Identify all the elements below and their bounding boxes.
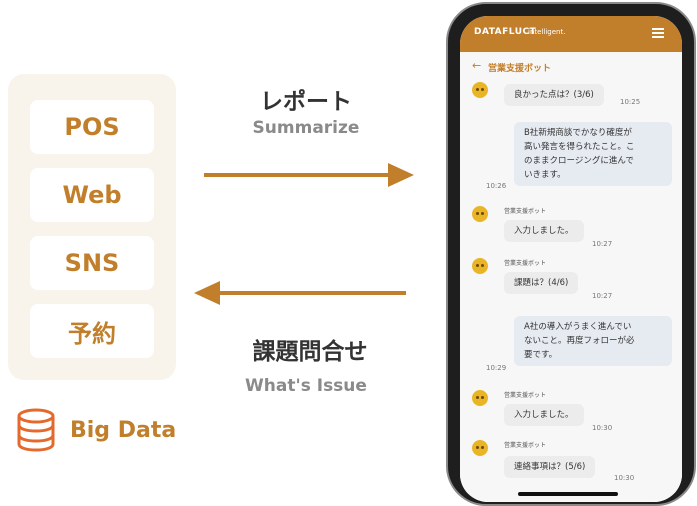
message-time: 10:26 — [486, 182, 507, 190]
left-arrow — [194, 281, 406, 305]
whats-issue-subtitle: What's Issue — [245, 376, 367, 396]
chat-message: B社新規商談でかなり確度が 高い発言を得られたこと。こ のままクロージングに進ん… — [514, 122, 672, 186]
inquiry-title: 課題問合せ — [252, 339, 368, 365]
sender-name: 営業支援ボット — [504, 442, 547, 449]
bot-avatar-icon — [472, 390, 488, 406]
database-icon — [17, 408, 55, 452]
sender-name: 営業支援ボット — [504, 208, 547, 215]
home-indicator — [518, 492, 618, 496]
phone-screen: DATAFLUCT intelligent. ← 営業支援ボット 良かった点は？… — [460, 16, 682, 502]
chat-message: 課題は？(4/6) — [504, 272, 579, 294]
chat-message: 連絡事項は？(5/6) — [504, 456, 596, 478]
right-arrow — [204, 163, 414, 187]
message-time: 10:30 — [614, 474, 635, 482]
message-time: 10:27 — [592, 240, 613, 248]
summarize-subtitle: Summarize — [252, 118, 360, 138]
source-card-pos: POS — [30, 100, 154, 154]
chat-area: 良かった点は？(3/6) 10:25 B社新規商談でかなり確度が 高い発言を得ら… — [460, 80, 682, 502]
message-time: 10:27 — [592, 292, 613, 300]
source-card-sns: SNS — [30, 236, 154, 290]
message-time: 10:25 — [620, 98, 641, 106]
report-title: レポート — [260, 89, 352, 115]
bot-avatar-icon — [472, 440, 488, 456]
app-header: DATAFLUCT intelligent. — [460, 16, 682, 52]
data-sources-panel: POS Web SNS 予約 — [8, 74, 176, 380]
chat-message: 入力しました。 — [504, 404, 584, 426]
bot-avatar-icon — [472, 82, 488, 98]
bot-avatar-icon — [472, 206, 488, 222]
big-data-label-group: Big Data — [16, 408, 176, 452]
big-data-label: Big Data — [70, 417, 177, 443]
source-card-reservation: 予約 — [30, 304, 154, 358]
sender-name: 営業支援ボット — [504, 392, 547, 399]
chat-header: ← 営業支援ボット — [460, 52, 682, 80]
chat-message: 入力しました。 — [504, 220, 584, 242]
sender-name: 営業支援ボット — [504, 260, 547, 267]
message-time: 10:30 — [592, 424, 613, 432]
source-card-web: Web — [30, 168, 154, 222]
app-logo-suffix: intelligent. — [528, 28, 566, 36]
chat-message: 良かった点は？(3/6) — [504, 84, 604, 106]
message-time: 10:29 — [486, 364, 507, 372]
back-arrow-icon[interactable]: ← — [472, 59, 482, 72]
app-logo: DATAFLUCT — [474, 27, 537, 37]
bot-avatar-icon — [472, 258, 488, 274]
hamburger-menu-icon[interactable] — [652, 28, 664, 38]
chat-message: A社の導入がうまく進んでい ないこと。再度フォローが必 要です。 — [514, 316, 672, 366]
chat-title: 営業支援ボット — [488, 64, 552, 74]
